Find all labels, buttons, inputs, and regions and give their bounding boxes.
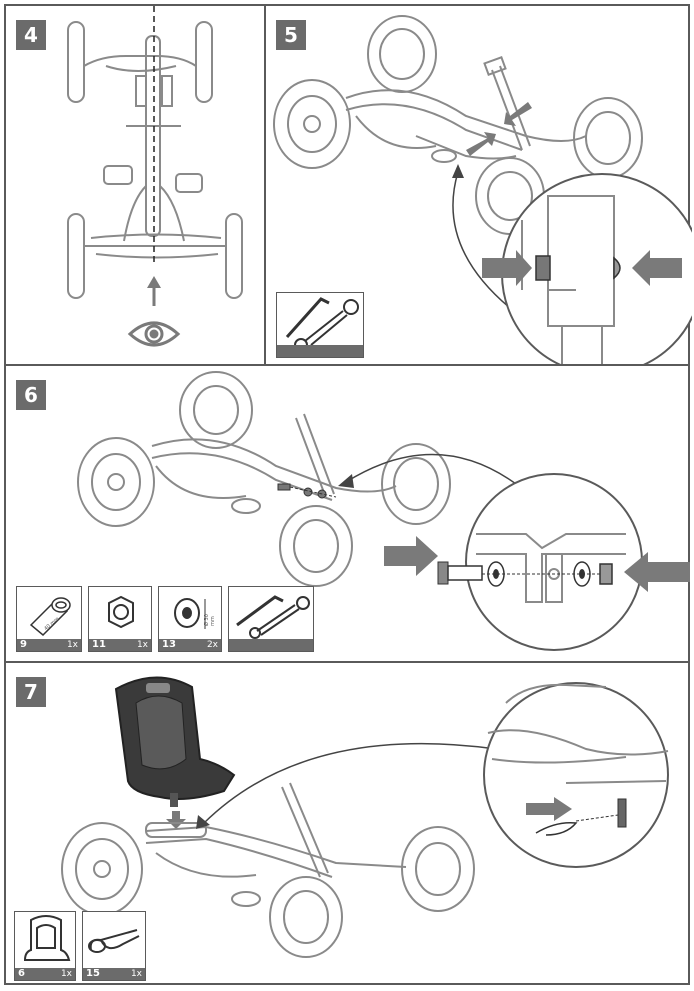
arrow-up-icon — [147, 276, 161, 306]
step-4-panel: 4 — [4, 4, 266, 366]
part-13-number: 13 — [162, 639, 176, 650]
kart-side-drawing — [77, 371, 690, 651]
part-6-number: 6 — [18, 968, 25, 979]
seat-icon — [23, 915, 71, 961]
part-13-box: Ø 30 mm 13 2x — [158, 586, 222, 652]
part-15-number: 15 — [86, 968, 100, 979]
step-4-number: 4 — [16, 20, 46, 50]
step-5-tools-box — [276, 292, 364, 358]
kart-seat-drawing — [61, 676, 669, 958]
step-7-panel: 7 — [4, 661, 690, 985]
allen-key-icon — [236, 595, 284, 627]
part-13-dimension: Ø 30 mm — [204, 614, 216, 626]
r-clip-icon — [88, 929, 140, 953]
wrench-icon — [249, 596, 310, 639]
seat-drawing — [114, 676, 236, 807]
eye-icon — [127, 321, 181, 347]
part-11-number: 11 — [92, 639, 106, 650]
step-5-panel: 5 — [264, 4, 692, 368]
part-11-box: 11 1x — [88, 586, 152, 652]
nut-icon — [108, 595, 134, 629]
allen-key-icon — [285, 297, 330, 339]
part-6-box: 6 1x — [14, 911, 76, 981]
step-6-number: 6 — [16, 380, 46, 410]
bolt-icon — [29, 597, 71, 637]
step-5-number: 5 — [276, 20, 306, 50]
kart-assembly-drawing — [273, 15, 692, 368]
part-13-qty: 2x — [206, 640, 218, 650]
kart-top-view-drawing — [67, 6, 243, 347]
part-9-number: 9 — [20, 639, 27, 650]
step-6-panel: 6 — [4, 364, 690, 663]
step-6-tools-box — [228, 586, 314, 652]
part-11-qty: 1x — [136, 640, 148, 650]
part-15-box: 15 1x — [82, 911, 146, 981]
part-6-qty: 1x — [60, 969, 72, 979]
part-9-qty: 1x — [66, 640, 78, 650]
washer-icon — [174, 598, 206, 629]
wrench-icon — [294, 299, 359, 352]
part-15-qty: 1x — [130, 969, 142, 979]
step-7-number: 7 — [16, 677, 46, 707]
